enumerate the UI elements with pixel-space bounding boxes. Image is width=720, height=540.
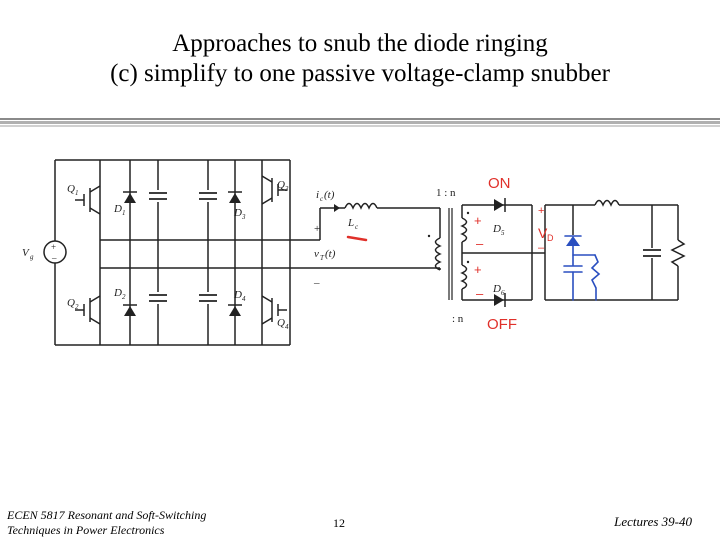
annotation-off: OFF — [487, 316, 517, 333]
svg-text:(t): (t) — [324, 189, 335, 201]
header-rule — [0, 121, 720, 124]
svg-text:+: + — [314, 223, 320, 235]
svg-text:5: 5 — [501, 229, 505, 237]
label-q4: Q — [277, 317, 285, 329]
bridge-wiring — [54, 159, 440, 346]
svg-text:–: – — [476, 286, 484, 301]
annotation-mark-lc — [346, 235, 368, 242]
component-labels: Q 1 Q 2 Q 3 Q 4 D 1 D 2 D 3 D 4 V g i c … — [22, 179, 505, 331]
label-d1: D — [113, 203, 122, 215]
svg-text:4: 4 — [285, 323, 289, 331]
source-vg: + – — [43, 240, 67, 264]
diode-d3 — [227, 191, 243, 204]
label-d5: D — [492, 223, 501, 235]
svg-text:4: 4 — [242, 295, 246, 303]
svg-text:+: + — [538, 205, 544, 217]
inductor-lc — [319, 202, 440, 240]
page-number: 12 — [333, 516, 345, 530]
transformer — [427, 208, 470, 300]
diode-d4 — [227, 304, 243, 317]
label-d2: D — [113, 287, 122, 299]
svg-text:c: c — [355, 223, 359, 231]
footer-lecture: Lectures 39-40 — [614, 514, 692, 529]
svg-text:3: 3 — [241, 213, 246, 221]
svg-text:–: – — [51, 253, 57, 263]
label-q3: Q — [277, 179, 285, 191]
label-lc: L — [347, 217, 354, 229]
red-annotations: ON OFF + – + – + V D – — [346, 175, 554, 333]
label-vt: v — [314, 248, 319, 260]
footer-course: ECEN 5817 Resonant and Soft-Switching Te… — [7, 508, 237, 538]
label-d4: D — [233, 289, 242, 301]
footer-course-line1: ECEN 5817 Resonant and Soft-Switching — [7, 508, 207, 522]
label-q2: Q — [67, 297, 75, 309]
svg-text:–: – — [476, 236, 484, 251]
bridge-capacitors — [148, 190, 218, 304]
svg-text:(t): (t) — [325, 248, 336, 260]
slide-title-line1: Approaches to snub the diode ringing — [172, 30, 548, 57]
output-filter — [532, 199, 686, 301]
label-ic: i — [316, 189, 319, 201]
svg-text:+: + — [474, 262, 482, 277]
svg-text:3: 3 — [284, 185, 289, 193]
diode-d2 — [122, 304, 138, 317]
svg-text:T: T — [320, 254, 325, 262]
mosfet-q4 — [261, 295, 287, 325]
annotation-vd: V — [538, 225, 548, 241]
label-d6: D — [492, 283, 501, 295]
label-vg: V — [22, 247, 30, 259]
clamp-snubber — [563, 205, 601, 301]
diode-d1 — [122, 191, 138, 204]
secondary-rectifier — [461, 198, 533, 307]
svg-text:–: – — [313, 277, 320, 289]
svg-text:D: D — [547, 233, 554, 243]
header-rule — [0, 118, 720, 120]
svg-text:+: + — [474, 213, 482, 228]
svg-text:1: 1 — [75, 189, 79, 197]
svg-text:2: 2 — [75, 303, 79, 311]
svg-text:–: – — [538, 242, 545, 254]
annotation-on: ON — [488, 175, 511, 192]
svg-text:+: + — [51, 242, 56, 252]
footer-course-line2: Techniques in Power Electronics — [7, 523, 165, 537]
mosfet-q2 — [75, 295, 101, 325]
svg-text:2: 2 — [122, 293, 126, 301]
svg-text:6: 6 — [501, 289, 505, 297]
mosfet-q1 — [75, 185, 101, 215]
svg-text:g: g — [30, 253, 34, 261]
label-turns-ratio-top: 1 : n — [436, 187, 456, 199]
svg-text:c: c — [320, 195, 324, 203]
slide-title-line2: (c) simplify to one passive voltage-clam… — [110, 60, 610, 87]
label-q1: Q — [67, 183, 75, 195]
header-rule — [0, 125, 720, 127]
mosfet-q3 — [261, 175, 287, 205]
label-d3: D — [233, 207, 242, 219]
label-turns-ratio-bottom: : n — [452, 313, 464, 325]
svg-text:1: 1 — [122, 209, 126, 217]
